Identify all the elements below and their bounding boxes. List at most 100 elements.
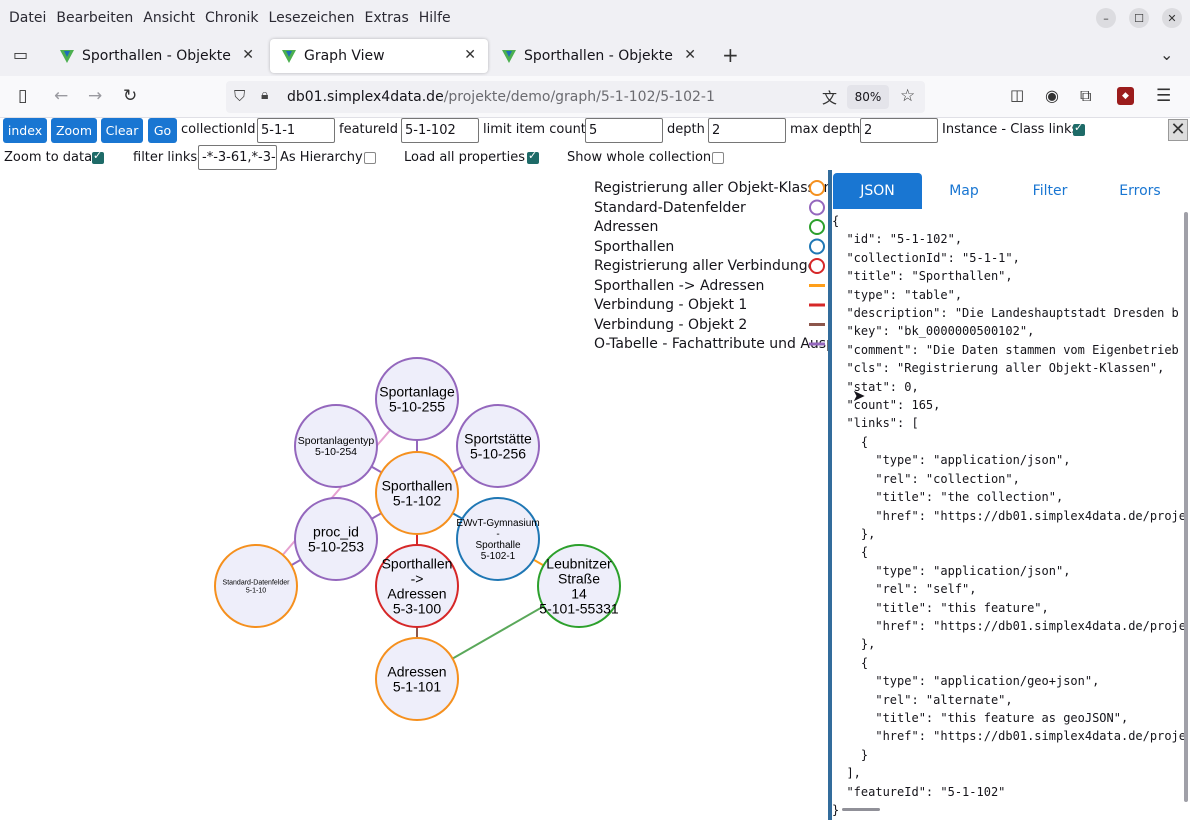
json-line: { [832, 214, 840, 228]
close-window-icon[interactable]: ✕ [1162, 8, 1182, 28]
node-circle[interactable] [375, 637, 459, 721]
graph-node-proc_id[interactable]: proc_id5-10-253 [294, 497, 378, 581]
tab-map[interactable]: Map [949, 183, 979, 199]
limit-item-count-input[interactable]: 5 [585, 118, 663, 143]
json-line: "type": "application/json", [832, 563, 1071, 578]
go-button[interactable]: Go [148, 118, 177, 143]
node-circle[interactable] [537, 544, 621, 628]
chevron-down-icon[interactable]: ⌄ [1160, 45, 1174, 64]
panel-divider[interactable] [828, 170, 832, 820]
collectionid-input[interactable]: 5-1-1 [257, 118, 335, 143]
hamburger-menu-icon[interactable]: ☰ [1156, 86, 1172, 106]
legend-item: Registrierung aller Objekt-Klassen [594, 180, 828, 196]
navigation-bar: ▯ ← → ↻ ⛉ 🔒︎ db01.simplex4data.de/projek… [0, 76, 1190, 118]
close-icon[interactable]: ✕ [1168, 119, 1188, 141]
json-line: "featureId": "5-1-102" [832, 784, 1006, 799]
max-depth-input[interactable]: 2 [860, 118, 938, 143]
node-label: Adressen [387, 585, 446, 601]
graph-svg[interactable]: Sportanlage5-10-255Sportanlagentyp5-10-2… [0, 170, 828, 820]
horizontal-scrollbar[interactable] [842, 808, 880, 811]
instance-class-links-checkbox[interactable] [1073, 121, 1085, 136]
pocket-icon[interactable]: ◫ [1010, 86, 1025, 104]
account-icon[interactable]: ◉ [1045, 86, 1059, 105]
new-tab-icon[interactable]: + [722, 43, 739, 67]
bookmark-star-icon[interactable]: ☆ [900, 86, 916, 106]
sidebar-icon[interactable]: ▯ [18, 86, 28, 106]
url-bar[interactable]: ⛉ 🔒︎ db01.simplex4data.de/projekte/demo/… [226, 81, 925, 113]
vertical-scrollbar[interactable] [1184, 212, 1188, 802]
tab-list-icon[interactable]: ▭ [13, 45, 29, 64]
close-tab-icon[interactable]: ✕ [684, 47, 696, 63]
maximize-icon[interactable]: ☐ [1129, 8, 1149, 28]
shield-icon[interactable]: ⛉ [234, 87, 246, 105]
menu-hilfe[interactable]: Hilfe [418, 10, 451, 26]
legend-item: O-Tabelle - Fachattribute und Ausprä [594, 336, 828, 352]
reload-icon[interactable]: ↻ [123, 86, 138, 106]
show-whole-collection-label: Show whole collection [567, 150, 712, 165]
filter-links-label: filter links [133, 150, 198, 165]
node-circle[interactable] [214, 544, 298, 628]
load-all-properties-checkbox[interactable] [527, 149, 539, 164]
node-label: -> [411, 570, 424, 586]
favicon-icon [60, 49, 74, 63]
json-view[interactable]: { "id": "5-1-102", "collectionId": "5-1-… [832, 212, 1186, 819]
tab-label: Graph View [304, 48, 385, 64]
tab-sporthallen-objekte-2[interactable]: Sporthallen - Objekte ✕ [490, 39, 708, 73]
translate-icon[interactable]: 文 [822, 89, 838, 107]
back-icon[interactable]: ← [54, 86, 69, 106]
filter-links-input[interactable]: -*-3-61,*-3-6 [198, 145, 277, 170]
node-circle[interactable] [375, 451, 459, 535]
node-circle[interactable] [456, 497, 540, 581]
url-text[interactable]: db01.simplex4data.de/projekte/demo/graph… [287, 89, 715, 105]
menu-bearbeiten[interactable]: Bearbeiten [56, 10, 134, 26]
tab-sporthallen-objekte-1[interactable]: Sporthallen - Objekte ✕ [48, 39, 266, 73]
node-circle[interactable] [456, 404, 540, 488]
node-circle[interactable] [294, 404, 378, 488]
node-circle[interactable] [375, 357, 459, 441]
graph-canvas[interactable]: Registrierung aller Objekt-Klassen Stand… [0, 170, 828, 820]
depth-input[interactable]: 2 [708, 118, 786, 143]
node-label: Adressen [387, 663, 446, 679]
node-circle[interactable] [375, 544, 459, 628]
tab-graph-view[interactable]: Graph View ✕ [270, 39, 488, 73]
zoom-to-data-label: Zoom to data [4, 150, 93, 165]
zoom-level[interactable]: 80% [847, 85, 889, 109]
close-tab-icon[interactable]: ✕ [242, 47, 254, 63]
json-line: { [832, 434, 869, 449]
json-line: }, [832, 526, 876, 541]
json-line: "href": "https://db01.simplex4data.de/pr… [832, 508, 1187, 523]
extensions-icon[interactable]: ⧉ [1080, 86, 1092, 105]
node-circle[interactable] [294, 497, 378, 581]
menu-chronik[interactable]: Chronik [204, 10, 259, 26]
ublock-icon[interactable]: ◆ [1117, 87, 1134, 105]
tab-filter[interactable]: Filter [1032, 183, 1068, 199]
clear-button[interactable]: Clear [101, 118, 143, 143]
menu-ansicht[interactable]: Ansicht [143, 10, 195, 26]
tab-errors[interactable]: Errors [1119, 183, 1161, 199]
menu-extras[interactable]: Extras [364, 10, 409, 26]
node-label: Sporthallen [382, 555, 453, 571]
zoom-button[interactable]: Zoom [51, 118, 97, 143]
forward-icon[interactable]: → [88, 86, 103, 106]
close-tab-icon[interactable]: ✕ [464, 47, 476, 63]
menu-datei[interactable]: Datei [9, 10, 47, 26]
minimize-icon[interactable]: – [1096, 8, 1116, 28]
zoom-to-data-checkbox[interactable] [92, 149, 104, 164]
tab-json[interactable]: JSON [833, 173, 922, 209]
as-hierarchy-checkbox[interactable] [364, 152, 376, 164]
show-whole-collection-checkbox[interactable] [712, 152, 724, 164]
lock-icon[interactable]: 🔒︎ [261, 87, 269, 103]
menu-lesezeichen[interactable]: Lesezeichen [268, 10, 355, 26]
legend-item: Verbindung - Objekt 2 [594, 317, 748, 333]
index-button[interactable]: index [3, 118, 47, 143]
featureid-input[interactable]: 5-1-102 [401, 118, 479, 143]
